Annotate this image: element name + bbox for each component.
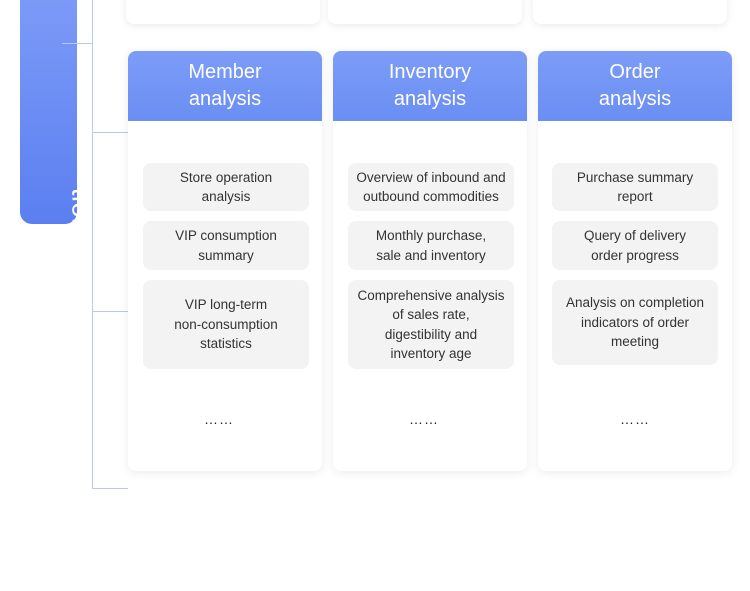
more-ellipsis: ……: [204, 411, 234, 427]
top-card-2: [328, 0, 522, 24]
item-vip-non-consumption-statistics[interactable]: VIP long-term non-consumption statistics: [143, 280, 309, 369]
item-text-line: order progress: [591, 247, 679, 263]
item-text-line: summary: [198, 247, 254, 263]
item-text-line: non-consumption: [174, 316, 278, 332]
panel-title-line1: Order: [609, 61, 661, 83]
connector-branch-3: [92, 311, 128, 312]
item-inbound-outbound-overview[interactable]: Overview of inbound and outbound commodi…: [348, 163, 514, 211]
item-text-line: inventory age: [390, 346, 472, 361]
item-delivery-order-progress[interactable]: Query of delivery order progress: [552, 221, 718, 270]
panel-title-line2: analysis: [188, 88, 262, 110]
panel-header: Order analysis: [538, 51, 732, 121]
panel-title-line1: Inventory: [388, 61, 472, 83]
panel-order-analysis: Order analysis Purchase summary report Q…: [538, 51, 732, 471]
item-text-line: VIP consumption: [175, 228, 277, 243]
item-text-line: analysis: [201, 189, 251, 204]
panel-title-line2: analysis: [598, 88, 672, 110]
item-text-line: Analysis on completion: [565, 295, 705, 311]
item-purchase-summary-report[interactable]: Purchase summary report: [552, 163, 718, 211]
item-text-line: Comprehensive analysis: [357, 287, 505, 303]
item-text-line: indicators of order: [580, 314, 690, 330]
item-text-line: Store operation: [179, 169, 273, 185]
panel-inventory-analysis: Inventory analysis Overview of inbound a…: [333, 51, 527, 471]
panel-title-line1: Member: [188, 61, 262, 83]
item-text-line: digestibility and: [384, 326, 478, 342]
item-monthly-purchase-sale-inventory[interactable]: Monthly purchase, sale and inventory: [348, 221, 514, 270]
item-text-line: meeting: [610, 334, 659, 350]
item-text-line: Monthly purchase,: [375, 228, 487, 243]
panel-header: Member analysis: [128, 51, 322, 121]
side-label-tab: tion statement: [20, 0, 97, 365]
top-card-3: [533, 0, 727, 24]
connector-branch-2: [92, 132, 128, 133]
item-text-line: Query of delivery: [583, 228, 687, 243]
more-ellipsis: ……: [620, 411, 650, 427]
item-text-line: sale and inventory: [376, 247, 486, 263]
item-order-meeting-completion[interactable]: Analysis on completion indicators of ord…: [552, 280, 718, 365]
item-vip-consumption-summary[interactable]: VIP consumption summary: [143, 221, 309, 270]
item-comprehensive-analysis[interactable]: Comprehensive analysis of sales rate, di…: [348, 280, 514, 369]
panel-header: Inventory analysis: [333, 51, 527, 121]
item-text-line: of sales rate,: [392, 307, 470, 322]
connector-vertical-line: [92, 0, 93, 488]
item-text-line: Overview of inbound and: [356, 169, 506, 185]
item-text-line: Purchase summary: [576, 169, 694, 185]
item-text-line: outbound commodities: [363, 189, 499, 204]
panel-title-line2: analysis: [393, 88, 467, 110]
item-text-line: statistics: [200, 336, 252, 352]
connector-branch-1: [62, 43, 93, 44]
more-ellipsis: ……: [409, 411, 439, 427]
connector-branch-4: [92, 488, 128, 489]
panel-member-analysis: Member analysis Store operation analysis…: [128, 51, 322, 471]
top-card-1: [126, 0, 320, 24]
item-text-line: report: [617, 189, 653, 204]
item-text-line: VIP long-term: [184, 297, 268, 313]
item-store-operation-analysis[interactable]: Store operation analysis: [143, 163, 309, 211]
